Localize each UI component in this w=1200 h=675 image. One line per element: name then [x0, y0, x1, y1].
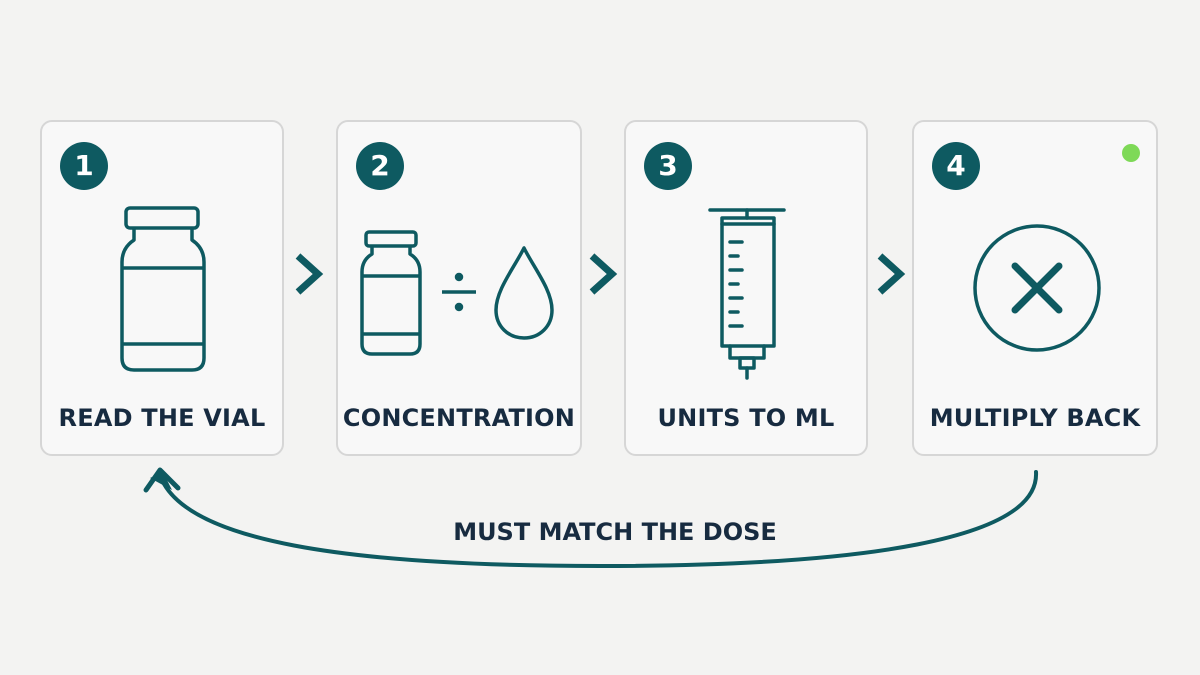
vial-icon: [120, 206, 206, 372]
step-label: MULTIPLY BACK: [929, 404, 1141, 432]
step-number-badge: 4: [932, 142, 980, 190]
step-label: READ THE VIAL: [58, 404, 266, 432]
step-card-4: 4 MULTIPLY BACK: [912, 120, 1158, 456]
chevron-right-icon: [589, 253, 618, 295]
step-card-2: 2 CONCENTRATION: [336, 120, 582, 456]
chevron-right-icon: [295, 253, 324, 295]
step-number-badge: 3: [644, 142, 692, 190]
step-card-3: 3 UNITS TO ML: [624, 120, 868, 456]
vial-divide-drop-icon: [360, 230, 554, 356]
status-dot: [1122, 144, 1140, 162]
arrowhead-icon: [150, 472, 172, 490]
step-card-1: 1 READ THE VIAL: [40, 120, 284, 456]
step-label: CONCENTRATION: [342, 404, 576, 432]
loop-label: MUST MATCH THE DOSE: [453, 518, 777, 546]
step-number-badge: 2: [356, 142, 404, 190]
drop-icon: [494, 246, 554, 340]
chevron-right-icon: [877, 253, 906, 295]
step-number-badge: 1: [60, 142, 108, 190]
step-label: UNITS TO ML: [657, 404, 835, 432]
syringe-icon: [708, 208, 786, 380]
x-circle-icon: [973, 224, 1101, 352]
